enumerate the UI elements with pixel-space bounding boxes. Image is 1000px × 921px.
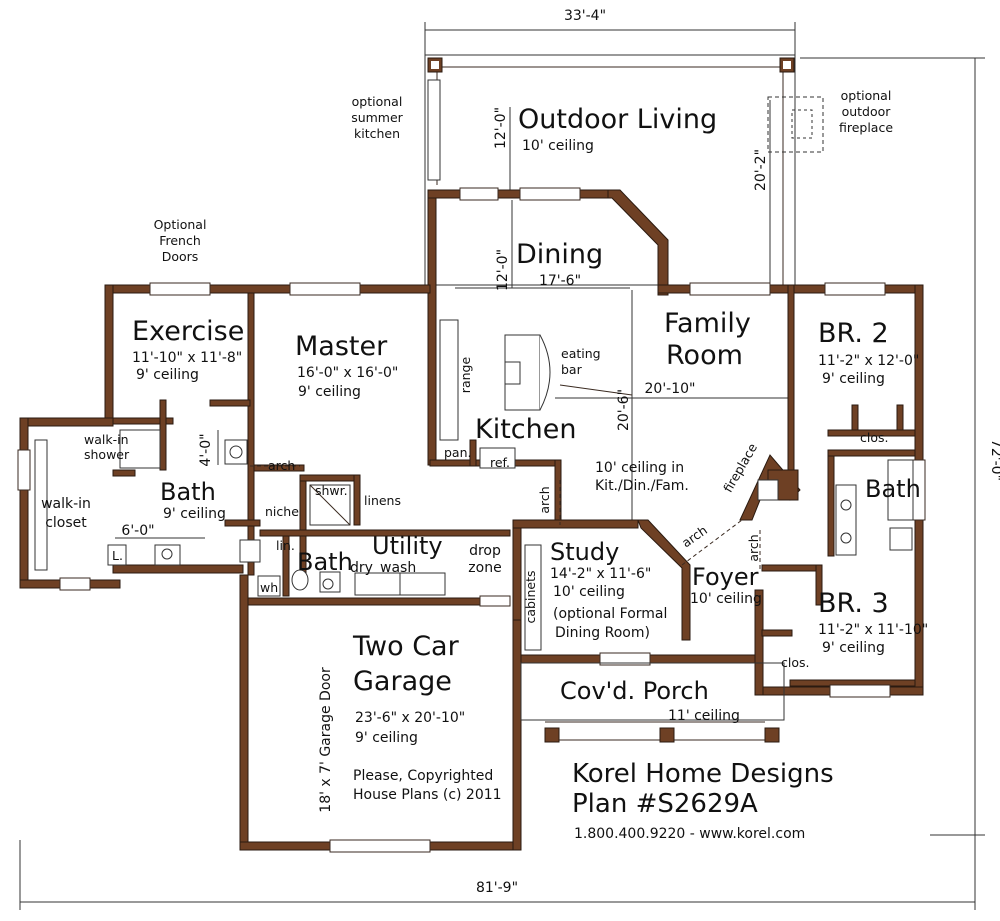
arches	[250, 465, 761, 570]
br3-closet-label: clos.	[781, 655, 809, 670]
niche-label: niche	[265, 504, 299, 519]
walk-in-shower-label-2: shower	[84, 447, 130, 462]
study-note-2: Dining Room)	[555, 625, 650, 641]
dim-right-height: 72'-0"	[988, 439, 1000, 481]
copyright-line-2: House Plans (c) 2011	[353, 787, 502, 803]
dim-dining-depth: 12'-0"	[495, 249, 511, 291]
dim-bottom-width: 81'-9"	[476, 880, 518, 896]
copyright-line-1: Please, Copyrighted	[353, 768, 493, 784]
drop-zone-label-2: zone	[468, 560, 501, 576]
br2-closet-label: clos.	[860, 430, 888, 445]
utility-title: Utility	[372, 532, 443, 560]
master-title: Master	[295, 331, 388, 362]
exercise-title: Exercise	[132, 316, 244, 347]
outdoor-living-ceiling: 10' ceiling	[522, 138, 594, 154]
foyer-ceiling: 10' ceiling	[690, 591, 762, 607]
lin-label: lin.	[276, 538, 295, 553]
pantry-label: pan.	[444, 445, 472, 460]
dim-outdoor-height: 20'-2"	[753, 149, 769, 191]
fireplace-label: fireplace	[720, 440, 760, 495]
family-room-title-1: Family	[664, 308, 751, 339]
garage-title-2: Garage	[353, 666, 452, 697]
fixtures	[34, 319, 914, 651]
drop-zone-label-1: drop	[469, 543, 501, 559]
br3-ceiling: 9' ceiling	[822, 640, 885, 656]
water-heater-label: wh	[260, 580, 278, 595]
dim-outdoor-depth: 12'-0"	[493, 107, 509, 149]
garage-title-1: Two Car	[352, 631, 460, 662]
eating-bar-label-2: bar	[561, 362, 583, 377]
br3-title: BR. 3	[818, 588, 889, 619]
dim-family-width: 20'-10"	[645, 381, 696, 397]
french-doors-label-1: Optional	[154, 217, 207, 232]
study-note-1: (optional Formal	[553, 606, 667, 622]
range-label: range	[458, 357, 473, 394]
walk-in-closet-label-2: closet	[45, 515, 87, 531]
foyer-title: Foyer	[692, 563, 759, 591]
summer-kitchen-label-1: optional	[352, 94, 403, 109]
covered-porch	[520, 662, 785, 743]
dim-top-width: 33'-4"	[564, 8, 606, 24]
eating-bar-label-1: eating	[561, 346, 601, 361]
kitchen-title: Kitchen	[475, 414, 576, 445]
utility-bath-title: Bath	[297, 548, 353, 576]
family-room-title-2: Room	[666, 340, 743, 371]
refrigerator-label: ref.	[490, 455, 510, 470]
walk-in-closet-label-1: walk-in	[41, 496, 91, 512]
master-ceiling: 9' ceiling	[298, 384, 361, 400]
brand-contact: 1.800.400.9220 - www.korel.com	[574, 826, 805, 842]
summer-kitchen-label-3: kitchen	[354, 126, 400, 141]
brand-name: Korel Home Designs	[572, 759, 834, 789]
washer-label: wash	[380, 560, 416, 576]
hall-bath-title: Bath	[865, 475, 921, 503]
shower-label: shwr.	[315, 483, 348, 498]
garage-size: 23'-6" x 20'-10"	[355, 710, 465, 726]
master-bath-ceiling: 9' ceiling	[163, 506, 226, 522]
master-bath-title: Bath	[160, 478, 216, 506]
dining-title: Dining	[516, 239, 603, 270]
br2-size: 11'-2" x 12'-0"	[818, 353, 919, 369]
dim-dining-width: 17'-6"	[539, 273, 581, 289]
porch-ceiling: 11' ceiling	[668, 708, 740, 724]
french-doors-label-2: French	[159, 233, 201, 248]
linens-label: linens	[364, 493, 401, 508]
br2-title: BR. 2	[818, 318, 889, 349]
br3-size: 11'-2" x 11'-10"	[818, 622, 928, 638]
plan-number: Plan #S2629A	[572, 789, 758, 819]
dim-bath-a: 4'-0"	[198, 433, 214, 466]
porch-title: Cov'd. Porch	[560, 677, 709, 705]
dim-bath-b: 6'-0"	[121, 523, 154, 539]
garage-door-label: 18' x 7' Garage Door	[318, 667, 334, 813]
french-doors-label-3: Doors	[162, 249, 199, 264]
outdoor-fireplace-label-2: outdoor	[842, 104, 892, 119]
exercise-size: 11'-10" x 11'-8"	[132, 350, 242, 366]
arch-label-foyer: arch	[679, 522, 710, 550]
arch-label-hall: arch	[746, 534, 761, 561]
dimension-lines	[19, 22, 985, 910]
arch-label-kitchen: arch	[537, 486, 552, 513]
outdoor-living-area	[424, 54, 824, 286]
interior-walls	[112, 292, 916, 687]
linen-l-label: L.	[112, 548, 123, 563]
kitchen-ceiling-1: 10' ceiling in	[595, 460, 684, 476]
dim-family-depth: 20'-6"	[616, 389, 632, 431]
arch-label-master: arch	[268, 458, 295, 473]
br2-ceiling: 9' ceiling	[822, 371, 885, 387]
exercise-ceiling: 9' ceiling	[136, 367, 199, 383]
windows	[17, 187, 926, 853]
dryer-label: dry	[350, 560, 373, 576]
garage-ceiling: 9' ceiling	[355, 730, 418, 746]
cabinets-label: cabinets	[523, 571, 538, 624]
outdoor-fireplace-label-1: optional	[841, 88, 892, 103]
outdoor-fireplace-label-3: fireplace	[839, 120, 893, 135]
master-size: 16'-0" x 16'-0"	[297, 365, 398, 381]
summer-kitchen-label-2: summer	[351, 110, 403, 125]
study-ceiling: 10' ceiling	[553, 584, 625, 600]
walk-in-shower-label-1: walk-in	[84, 432, 129, 447]
kitchen-ceiling-2: Kit./Din./Fam.	[595, 478, 689, 494]
study-title: Study	[550, 538, 619, 566]
study-size: 14'-2" x 11'-6"	[550, 566, 651, 582]
outdoor-living-title: Outdoor Living	[518, 104, 717, 135]
